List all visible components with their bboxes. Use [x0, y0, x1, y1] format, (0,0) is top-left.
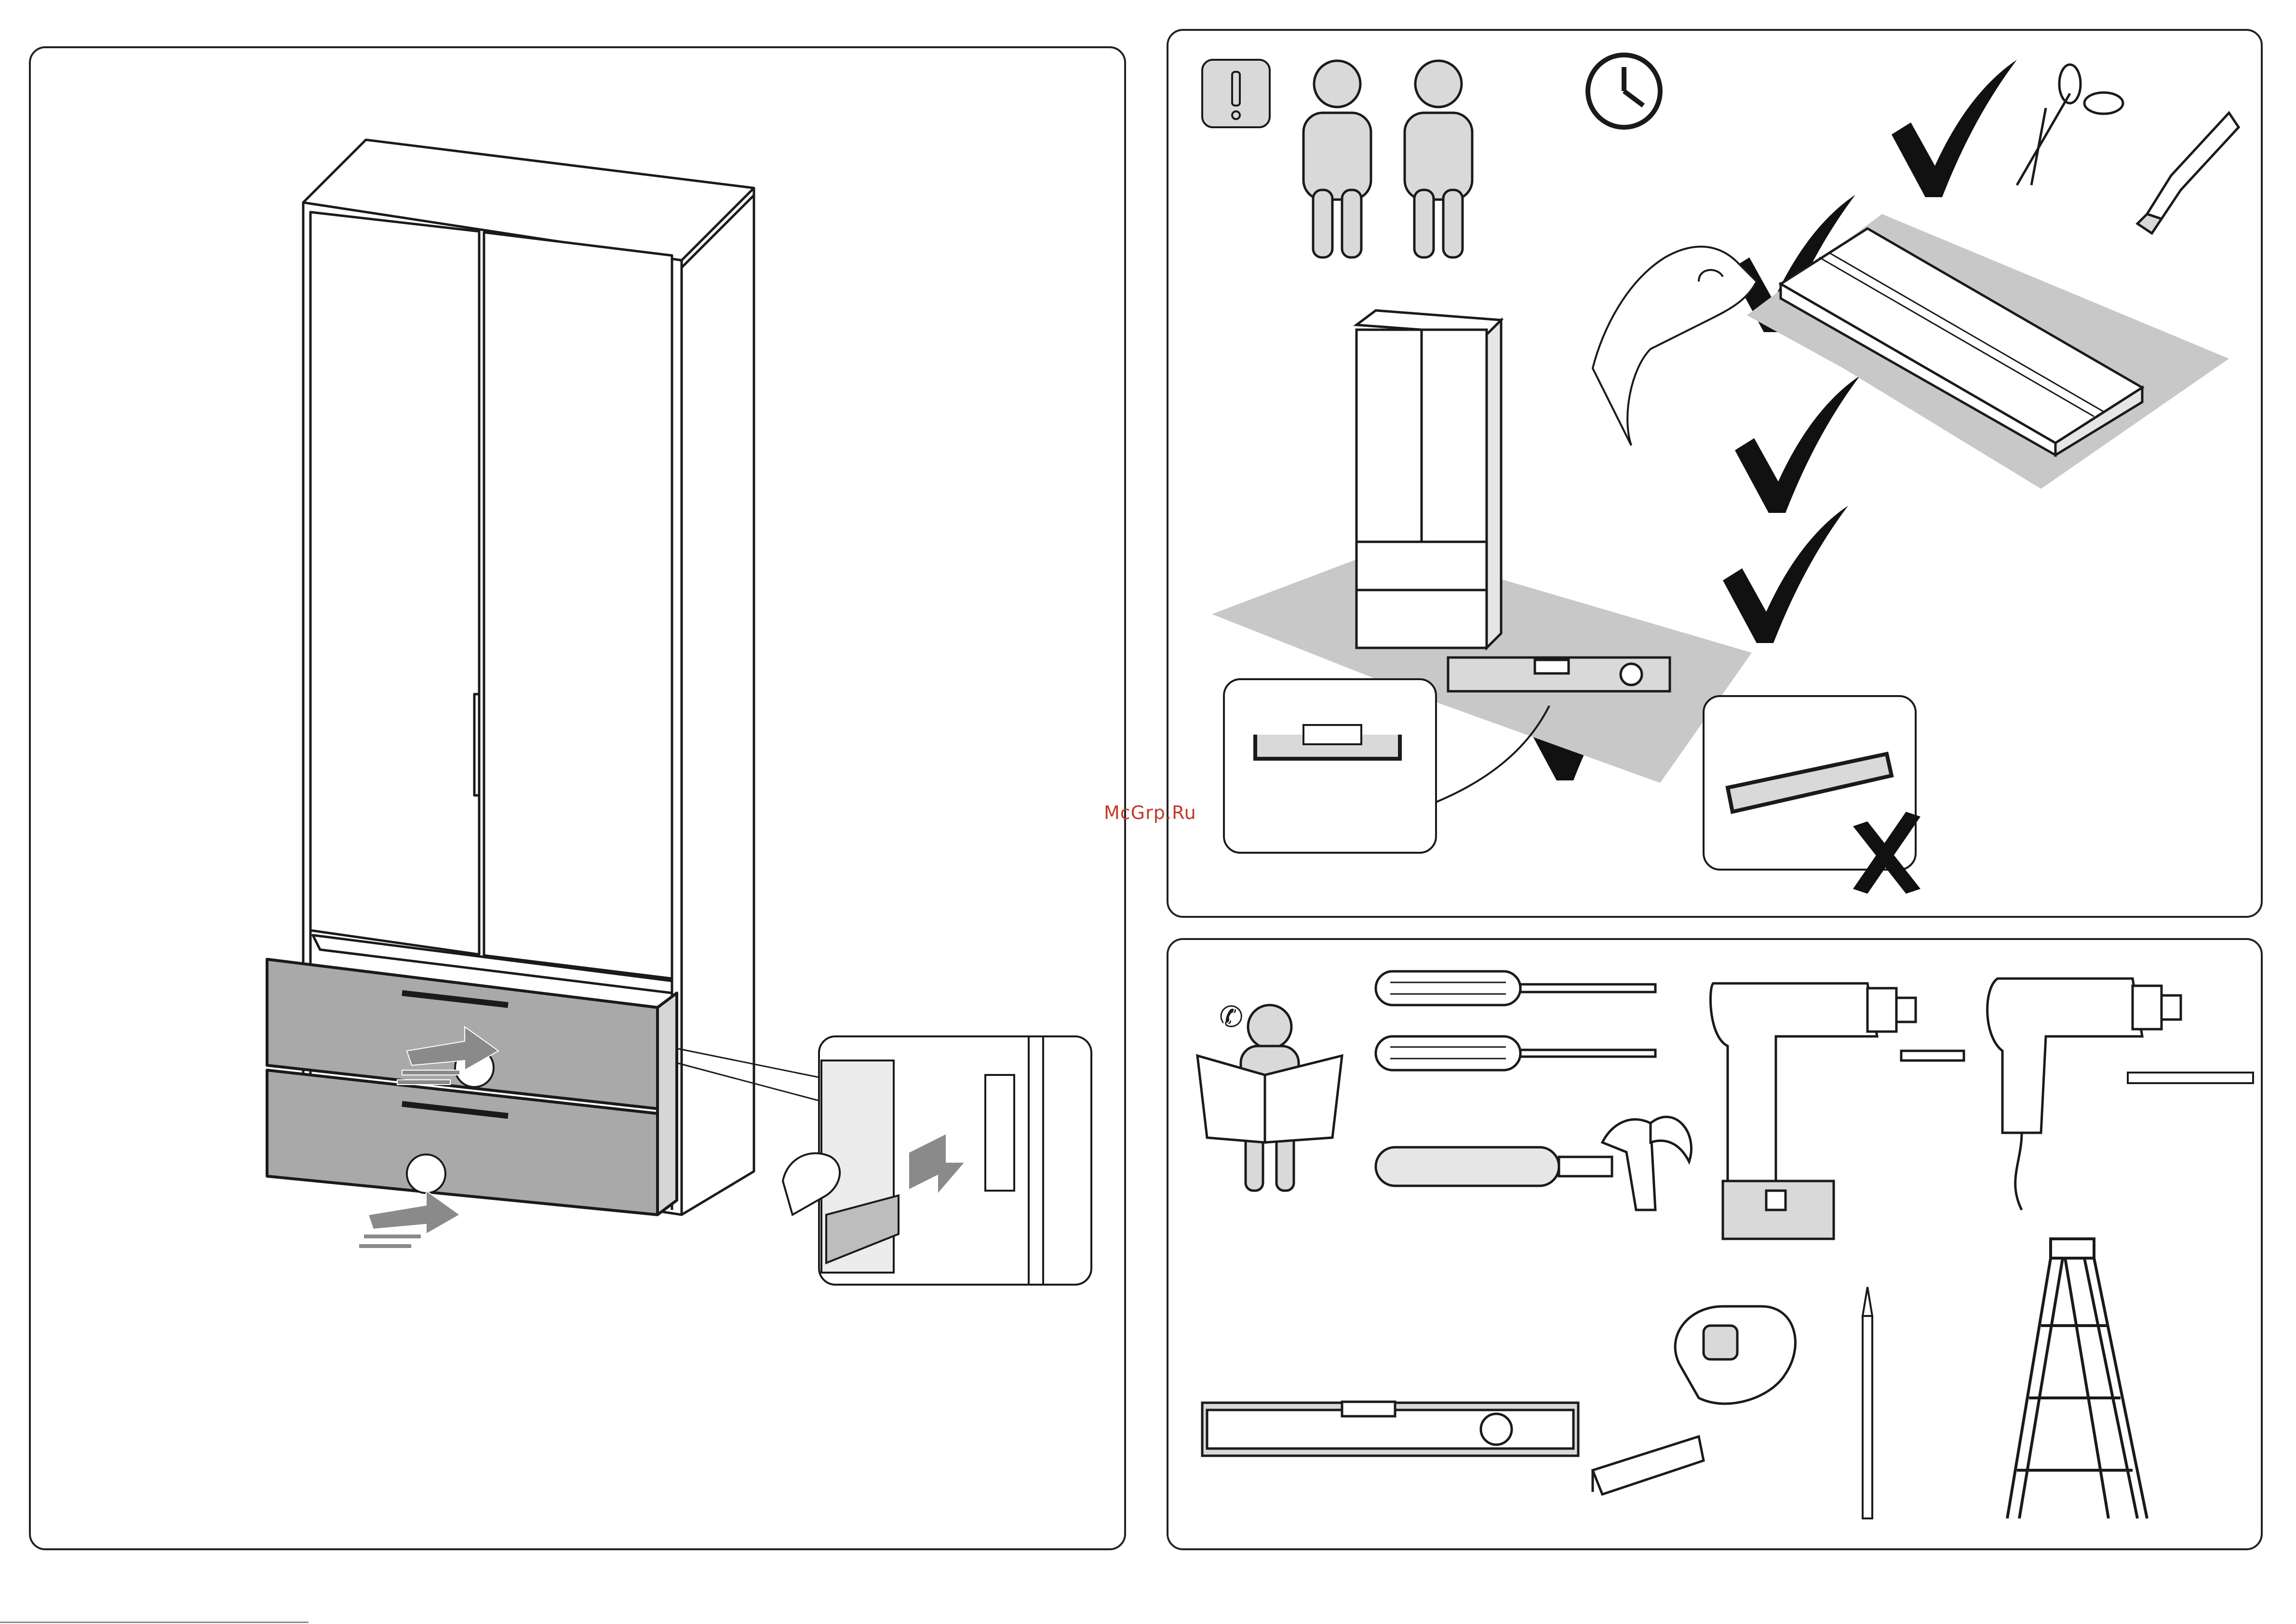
phillips-screwdriver-icon — [1376, 971, 1655, 1005]
checkmark-icon — [1735, 376, 1860, 513]
spirit-level-icon — [1202, 1402, 1578, 1456]
cordless-drill-icon — [1710, 983, 1964, 1239]
required-tools: ✆ — [1167, 938, 2263, 1550]
attention-icon — [1202, 60, 1270, 127]
utility-knife-icon — [2137, 113, 2239, 233]
read-manual-icon: ✆ — [1197, 1000, 1342, 1191]
watermark: McGrp.Ru — [1104, 802, 1196, 823]
drill-bit-icon — [2128, 1073, 2253, 1083]
electric-drill-icon — [1987, 979, 2181, 1210]
svg-text:✆: ✆ — [1219, 1000, 1243, 1034]
tape-measure-icon — [1593, 1306, 1795, 1494]
two-person-icon — [1303, 61, 1472, 257]
step-ladder-icon — [2007, 1239, 2147, 1518]
wardrobe-icon — [1356, 310, 1501, 648]
flat-screwdriver-icon — [1376, 1036, 1655, 1070]
clock-icon — [1588, 55, 1660, 127]
wardrobe-illustration — [31, 48, 1124, 1548]
hand-icon — [1593, 247, 1757, 445]
pencil-icon — [1863, 1287, 1872, 1518]
drawer-icon — [267, 959, 677, 1215]
spirit-level-icon — [1448, 658, 1670, 691]
scissors-icon — [2017, 65, 2123, 185]
precautions-illustration — [1168, 31, 2261, 916]
footer-rule — [0, 1622, 309, 1623]
tools-illustration: ✆ — [1168, 940, 2261, 1548]
hammer-icon — [1376, 1117, 1692, 1210]
assembly-precautions — [1167, 29, 2263, 918]
drawer-rail-detail-icon — [819, 1036, 1091, 1285]
wardrobe-drawer-installation-step — [29, 46, 1126, 1550]
